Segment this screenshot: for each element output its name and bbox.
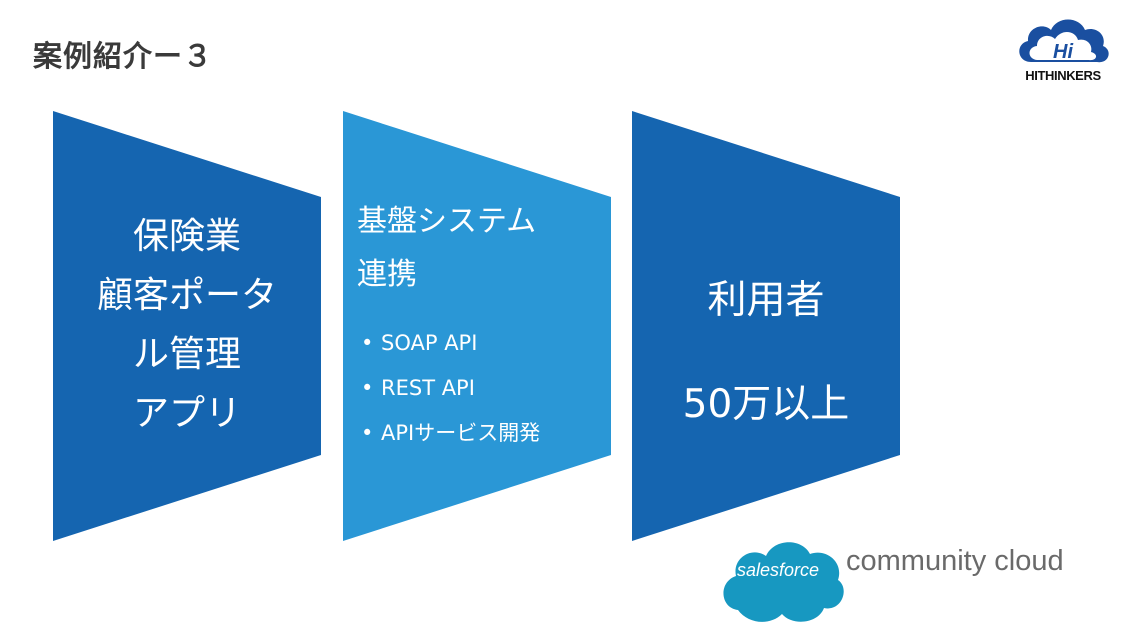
panel-3-line: 50万以上 bbox=[682, 382, 850, 427]
bullet-icon: • bbox=[361, 376, 374, 400]
slide-title: 案例紹介ー３ bbox=[33, 39, 214, 73]
panel-users: 利用者 50万以上 bbox=[632, 111, 900, 541]
bullet-icon: • bbox=[361, 421, 374, 445]
bullet-icon: • bbox=[361, 331, 374, 355]
panel-2-bullet-list: • SOAP API • REST API • APIサービス開発 bbox=[361, 321, 540, 456]
panel-3-line: 利用者 bbox=[707, 278, 825, 323]
list-item: • SOAP API bbox=[361, 321, 540, 366]
company-logo: Hi HITHINKERS bbox=[1013, 14, 1113, 88]
chevron-panel-shape bbox=[53, 111, 321, 541]
panel-2-heading: 基盤システム 連携 bbox=[357, 195, 536, 301]
panel-3-text: 利用者 50万以上 bbox=[632, 249, 900, 457]
panel-1-line: 顧客ポータ bbox=[96, 275, 277, 316]
panel-2-heading-line: 連携 bbox=[357, 257, 417, 292]
list-item: • APIサービス開発 bbox=[361, 411, 540, 456]
salesforce-cloud-icon bbox=[723, 542, 844, 622]
svg-text:Hi: Hi bbox=[1053, 41, 1073, 63]
panel-1-line: アプリ bbox=[132, 393, 241, 434]
panel-1-line: ル管理 bbox=[132, 334, 241, 375]
panel-insurance-portal: 保険業 顧客ポータ ル管理 アプリ bbox=[53, 111, 321, 541]
salesforce-community-cloud-logo: salesforce community cloud bbox=[718, 532, 1108, 627]
panel-1-text: 保険業 顧客ポータ ル管理 アプリ bbox=[53, 207, 321, 443]
panel-2-heading-line: 基盤システム bbox=[357, 204, 537, 239]
list-item: • REST API bbox=[361, 366, 540, 411]
chevron-panel-shape bbox=[632, 111, 900, 541]
panel-system-integration: 基盤システム 連携 • SOAP API • REST API • APIサービス開発 bbox=[343, 111, 611, 541]
list-item-label: SOAP API bbox=[381, 331, 478, 355]
salesforce-wordmark: salesforce bbox=[737, 560, 820, 580]
cloud-hi-logo-icon: Hi bbox=[1019, 19, 1109, 63]
chevron-panel-shape bbox=[343, 111, 611, 541]
product-name: community cloud bbox=[846, 545, 1064, 577]
list-item-label: APIサービス開発 bbox=[381, 421, 541, 445]
list-item-label: REST API bbox=[381, 376, 475, 400]
logo-text: HITHINKERS bbox=[1025, 68, 1101, 83]
panel-1-line: 保険業 bbox=[132, 216, 241, 257]
